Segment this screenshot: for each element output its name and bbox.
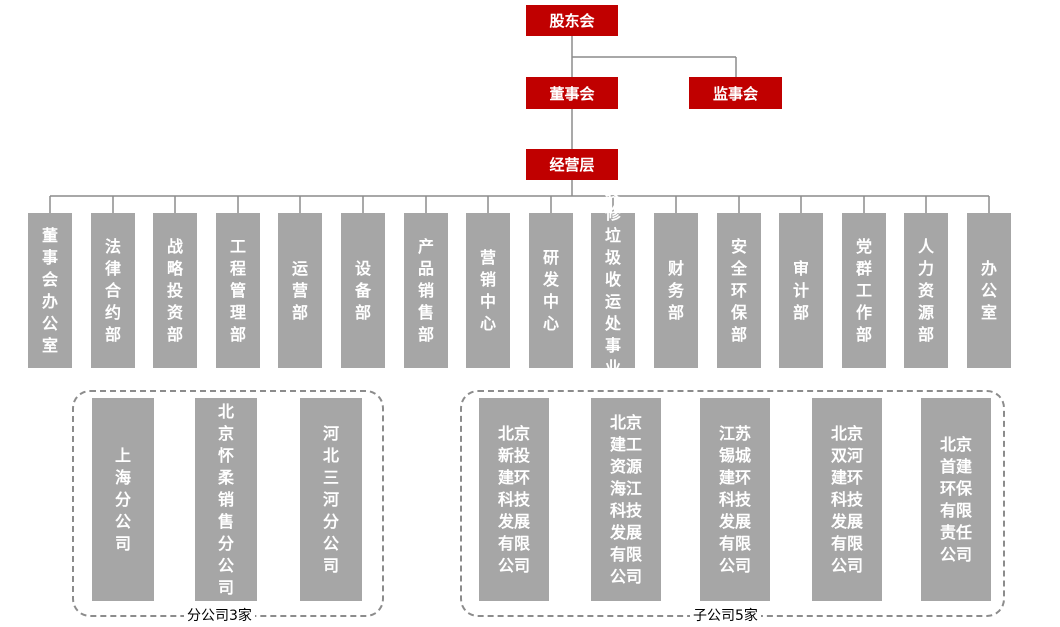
department-box-label: 法律合约部 <box>104 236 121 344</box>
department-box: 法律合约部 <box>91 213 135 368</box>
department-box-label: 人力资源部 <box>917 236 934 344</box>
board-of-directors-box: 董事会 <box>526 77 618 109</box>
department-box: 办公室 <box>967 213 1011 368</box>
department-box-label: 运营部 <box>291 258 308 322</box>
branch-company-box: 北京怀柔销售分公司 <box>195 398 257 601</box>
subsidiaries-caption: 子公司5家 <box>690 607 761 625</box>
department-box-label: 装修垃圾收运处事业部 <box>604 181 621 399</box>
department-box: 工程管理部 <box>216 213 260 368</box>
branch-company-box-label: 河北三河分公司 <box>322 423 339 575</box>
management-box: 经营层 <box>526 149 618 180</box>
subsidiary-company-box: 江苏锡城建环科技发展有限公司 <box>700 398 770 601</box>
department-box: 审计部 <box>779 213 823 368</box>
department-box: 装修垃圾收运处事业部 <box>591 182 635 399</box>
branch-company-box: 上海分公司 <box>92 398 154 601</box>
department-box: 董事会办公室 <box>28 213 72 368</box>
department-box: 党群工作部 <box>842 213 886 368</box>
branches-caption: 分公司3家 <box>184 607 255 625</box>
subsidiary-company-box: 北京建工资源海江科技发展有限公司 <box>591 398 661 601</box>
department-box-label: 战略投资部 <box>166 236 183 344</box>
subsidiary-company-box-label: 北京新投建环科技发展有限公司 <box>497 423 530 575</box>
department-box: 营销中心 <box>466 213 510 368</box>
department-box: 战略投资部 <box>153 213 197 368</box>
department-box-label: 财务部 <box>667 258 684 322</box>
subsidiary-company-box-label: 北京首建环保有限责任公司 <box>939 434 972 564</box>
subsidiary-company-box-label: 北京建工资源海江科技发展有限公司 <box>609 412 642 586</box>
branch-company-box-label: 上海分公司 <box>114 445 131 553</box>
subsidiary-company-box-label: 北京双河建环科技发展有限公司 <box>830 423 863 575</box>
branch-company-box: 河北三河分公司 <box>300 398 362 601</box>
department-box-label: 审计部 <box>792 258 809 322</box>
subsidiary-company-box: 北京新投建环科技发展有限公司 <box>479 398 549 601</box>
department-box-label: 董事会办公室 <box>41 225 58 355</box>
department-box-label: 设备部 <box>354 258 371 322</box>
department-box: 产品销售部 <box>404 213 448 368</box>
department-box-label: 产品销售部 <box>417 236 434 344</box>
department-box-label: 研发中心 <box>542 247 559 333</box>
department-box-label: 党群工作部 <box>855 236 872 344</box>
subsidiary-company-box: 北京首建环保有限责任公司 <box>921 398 991 601</box>
shareholders-meeting-box: 股东会 <box>526 5 618 36</box>
department-box: 设备部 <box>341 213 385 368</box>
department-box-label: 工程管理部 <box>229 236 246 344</box>
board-of-supervisors-box: 监事会 <box>689 77 782 109</box>
branch-company-box-label: 北京怀柔销售分公司 <box>217 401 234 597</box>
department-box-label: 安全环保部 <box>730 236 747 344</box>
department-box: 安全环保部 <box>717 213 761 368</box>
department-box: 财务部 <box>654 213 698 368</box>
department-box: 运营部 <box>278 213 322 368</box>
department-box: 研发中心 <box>529 213 573 368</box>
subsidiary-company-box: 北京双河建环科技发展有限公司 <box>812 398 882 601</box>
department-box-label: 办公室 <box>980 258 997 322</box>
department-box: 人力资源部 <box>904 213 948 368</box>
subsidiary-company-box-label: 江苏锡城建环科技发展有限公司 <box>718 423 751 575</box>
department-box-label: 营销中心 <box>479 247 496 333</box>
